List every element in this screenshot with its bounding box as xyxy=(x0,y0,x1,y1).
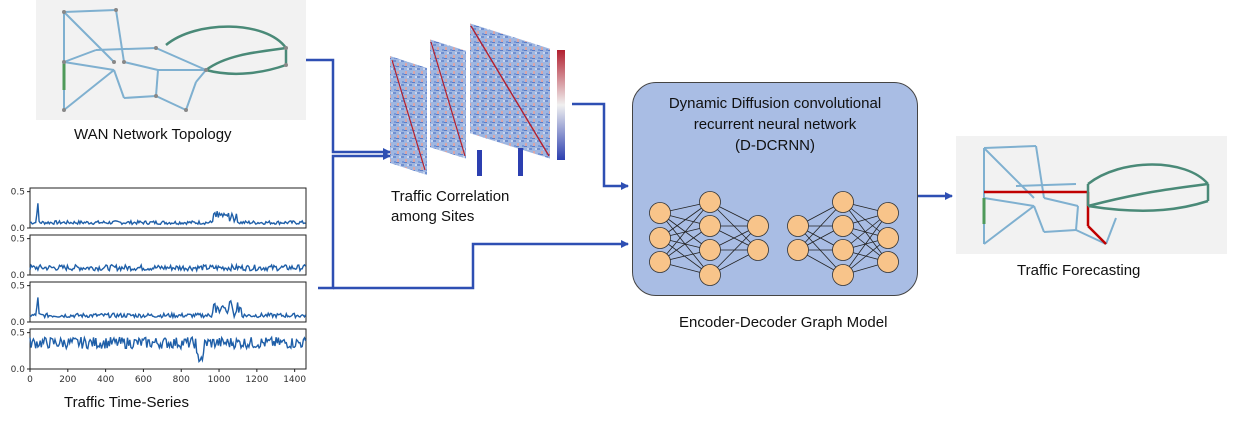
xtick-label: 400 xyxy=(97,375,114,385)
model-title-line2: recurrent neural network xyxy=(693,116,857,133)
ytick-label: 0.0 xyxy=(11,271,26,281)
nn-node xyxy=(699,239,721,261)
neural-network-diagram xyxy=(649,191,899,286)
model-title-line3: (D-DCRNN) xyxy=(735,137,815,154)
xtick-label: 800 xyxy=(173,375,190,385)
nn-node xyxy=(832,191,854,213)
arrow-correlation-to-model xyxy=(572,102,629,190)
xtick-label: 600 xyxy=(135,375,152,385)
ytick-label: 0.0 xyxy=(11,365,26,375)
nn-node xyxy=(832,215,854,237)
ytick-label: 0.0 xyxy=(11,224,26,234)
nn-node xyxy=(649,227,671,249)
colorbar-back xyxy=(477,150,482,176)
colorbar-front xyxy=(557,50,565,160)
nn-node xyxy=(877,251,899,273)
encoder-decoder-label: Encoder-Decoder Graph Model xyxy=(679,314,888,331)
xtick-label: 1200 xyxy=(245,375,268,385)
heatmap-middle xyxy=(428,36,468,162)
colorbar-middle xyxy=(518,148,523,176)
timeseries-line-2 xyxy=(29,262,307,273)
timeseries-panel-1 xyxy=(29,187,307,229)
arrow-timeseries-to-correlation xyxy=(318,152,391,290)
heatmap-back xyxy=(390,56,427,175)
correlation-heatmaps xyxy=(390,20,565,176)
nn-node xyxy=(699,191,721,213)
nn-edge xyxy=(709,225,759,276)
topology-graph xyxy=(62,8,288,112)
model-box: Dynamic Diffusion convolutional recurren… xyxy=(632,82,918,296)
nn-node xyxy=(699,264,721,286)
nn-node xyxy=(747,215,769,237)
timeseries-label: Traffic Time-Series xyxy=(64,394,190,411)
nn-node xyxy=(832,239,854,261)
ytick-label: 0.5 xyxy=(11,329,25,339)
xtick-label: 0 xyxy=(27,375,33,385)
xtick-label: 1400 xyxy=(283,375,306,385)
nn-node xyxy=(787,215,809,237)
topology-panel xyxy=(36,0,306,120)
timeseries-panel-4 xyxy=(29,328,307,370)
ytick-label: 0.0 xyxy=(11,318,26,328)
nn-node xyxy=(649,251,671,273)
model-title: Dynamic Diffusion convolutional recurren… xyxy=(633,93,917,156)
nn-node xyxy=(877,227,899,249)
nn-edge xyxy=(659,201,711,263)
model-title-line1: Dynamic Diffusion convolutional xyxy=(668,95,882,112)
arrow-topology-to-correlation xyxy=(306,58,391,156)
forecast-graph xyxy=(982,145,1210,245)
correlation-label-line2: among Sites xyxy=(391,208,475,225)
timeseries-line-3 xyxy=(29,297,307,320)
forecasting-label: Traffic Forecasting xyxy=(1017,262,1141,279)
ytick-label: 0.5 xyxy=(11,282,25,292)
ytick-label: 0.5 xyxy=(11,188,25,198)
timeseries-line-4 xyxy=(29,335,307,363)
nn-node xyxy=(649,202,671,224)
nn-edge xyxy=(842,212,889,276)
xtick-label: 1000 xyxy=(208,375,231,385)
nn-node xyxy=(877,202,899,224)
xtick-label: 200 xyxy=(59,375,76,385)
correlation-label-line1: Traffic Correlation xyxy=(391,188,510,205)
arrow-timeseries-to-model xyxy=(333,240,629,290)
nn-node xyxy=(747,239,769,261)
nn-node xyxy=(832,264,854,286)
ytick-label: 0.5 xyxy=(11,235,25,245)
topology-label: WAN Network Topology xyxy=(74,126,232,143)
nn-node xyxy=(699,215,721,237)
nn-node xyxy=(787,239,809,261)
timeseries-line-1 xyxy=(29,203,306,226)
heatmap-front xyxy=(468,20,552,162)
forecast-panel xyxy=(956,136,1227,254)
nn-edge xyxy=(797,225,844,276)
nn-edge xyxy=(797,201,844,251)
